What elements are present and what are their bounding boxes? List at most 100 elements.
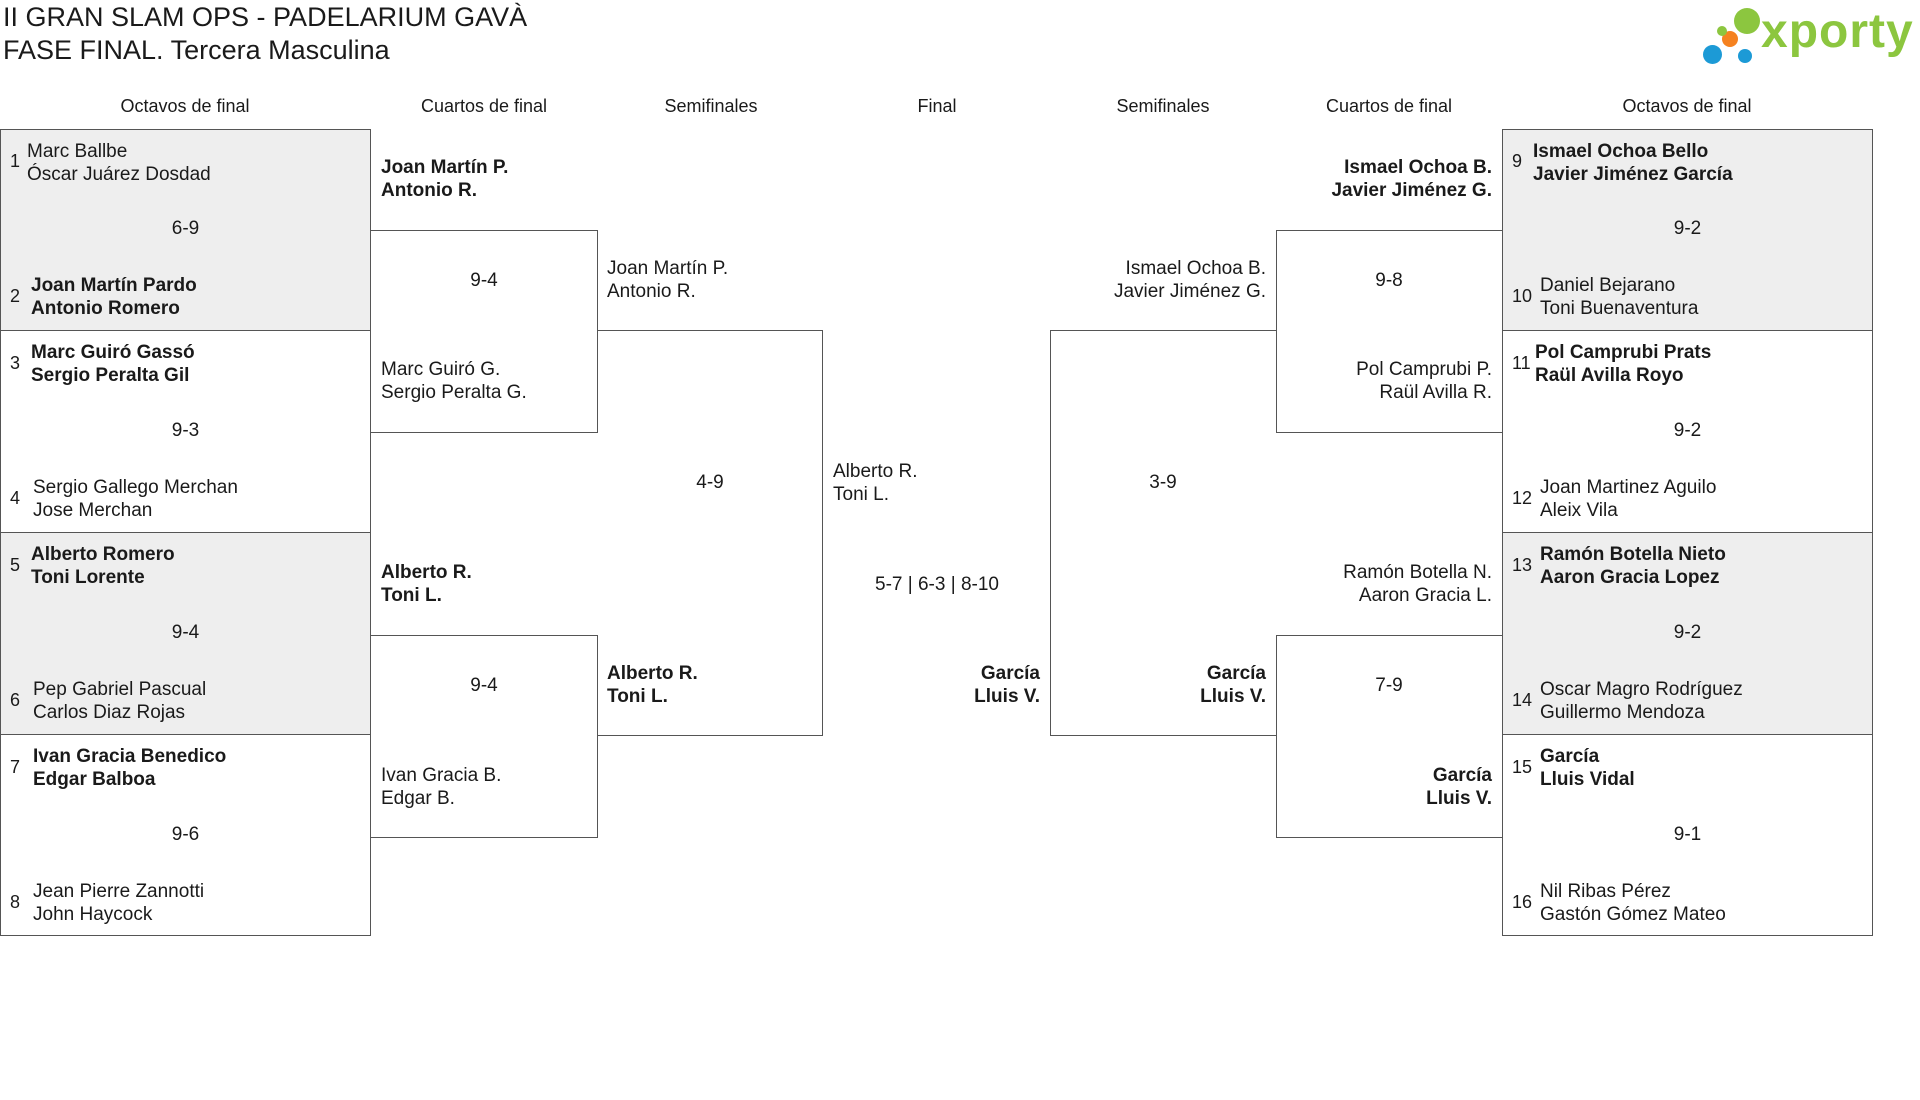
right-r16-match-4 (1502, 734, 1873, 936)
left-qf-bracket-1 (370, 230, 598, 433)
player-name: Nil Ribas Pérez (1540, 881, 1671, 902)
seed-number: 11 (1512, 353, 1531, 373)
team-entry: Ismael Ochoa B. Javier Jiménez G. (1050, 257, 1266, 303)
right-sf-bracket (1050, 330, 1277, 736)
player-name: Toni L. (607, 686, 668, 707)
team-entry: Marc Guiró G. Sergio Peralta G. (381, 358, 527, 404)
player-name: García (980, 663, 1040, 684)
player-name: Óscar Juárez Dosdad (27, 164, 211, 185)
player-name: Jose Merchan (33, 500, 153, 521)
right-qf-bracket-1 (1276, 230, 1503, 433)
player-name: Ivan Gracia B. (381, 765, 502, 786)
match-score: 9-8 (1375, 270, 1403, 291)
seed-number: 7 (10, 757, 21, 777)
player-name: Jean Pierre Zannotti (33, 881, 205, 902)
player-name: Sergio Peralta G. (381, 382, 527, 403)
seed-number: 13 (1512, 555, 1533, 575)
team-entry-winner: García Lluis V. (1050, 662, 1266, 708)
match-score: 9-6 (171, 824, 200, 845)
player-name: Pol Camprubi P. (1356, 359, 1492, 380)
player-name: García (1206, 663, 1266, 684)
player-name: Joan Martín Pardo (31, 275, 197, 296)
player-name: Joan Martín P. (381, 157, 509, 178)
player-name: Ismael Ochoa Bello (1533, 141, 1709, 162)
team-entry-winner: Ismael Ochoa Bello Javier Jiménez García (1533, 140, 1733, 186)
player-name: Edgar B. (381, 788, 455, 809)
player-name: Aaron Gracia Lopez (1540, 567, 1720, 588)
player-name: Aaron Gracia L. (1358, 585, 1492, 606)
right-r16-match-3 (1502, 532, 1873, 735)
player-name: Oscar Magro Rodríguez (1540, 679, 1743, 700)
left-r16-match-4 (0, 734, 371, 936)
team-entry-winner: Ismael Ochoa B. Javier Jiménez G. (1276, 156, 1492, 202)
seed-number: 14 (1512, 690, 1533, 710)
team-entry: Joan Martín P. Antonio R. (607, 257, 728, 303)
seed-number: 6 (10, 690, 21, 710)
player-name: Alberto Romero (31, 544, 175, 565)
right-qf-bracket-2 (1276, 635, 1503, 838)
player-name: Javier Jiménez G. (1331, 180, 1492, 201)
team-entry: Sergio Gallego Merchan Jose Merchan (33, 476, 238, 522)
player-name: Ramón Botella Nieto (1540, 544, 1726, 565)
player-name: Alberto R. (381, 562, 472, 583)
seed-number: 1 (10, 151, 21, 171)
logo-dot-blue-icon (1703, 45, 1722, 64)
team-entry-winner: Alberto R. Toni L. (607, 662, 698, 708)
team-entry-winner: Pol Camprubi Prats Raül Avilla Royo (1535, 341, 1711, 387)
team-entry: Pol Camprubi P. Raül Avilla R. (1276, 358, 1492, 404)
team-entry: Ramón Botella N. Aaron Gracia L. (1276, 561, 1492, 607)
header-right-octavos: Octavos de final (1622, 96, 1752, 116)
team-entry-winner: Joan Martín P. Antonio R. (381, 156, 508, 202)
page-subtitle: FASE FINAL. Tercera Masculina (3, 35, 390, 65)
player-name: García (1540, 746, 1600, 767)
player-name: Javier Jiménez G. (1113, 281, 1266, 302)
team-entry-winner: Joan Martín Pardo Antonio Romero (31, 274, 197, 320)
match-score: 6-9 (171, 218, 200, 239)
player-name: Marc Ballbe (27, 141, 128, 162)
logo-dot-blue-small-icon (1738, 49, 1752, 63)
final-team-left: Alberto R. Toni L. (833, 460, 917, 506)
logo-dot-green-icon (1734, 8, 1760, 34)
header-left-cuartos: Cuartos de final (420, 96, 548, 116)
player-name: Joan Martinez Aguilo (1540, 477, 1717, 498)
final-team-right-winner: García Lluis V. (824, 662, 1040, 708)
team-entry: Pep Gabriel Pascual Carlos Diaz Rojas (33, 678, 206, 724)
player-name: Ismael Ochoa B. (1125, 258, 1266, 279)
seed-number: 8 (10, 892, 21, 912)
player-name: Guillermo Mendoza (1540, 702, 1705, 723)
player-name: Gastón Gómez Mateo (1540, 904, 1726, 925)
match-score: 9-4 (470, 270, 498, 291)
team-entry-winner: Ramón Botella Nieto Aaron Gracia Lopez (1540, 543, 1726, 589)
player-name: Aleix Vila (1540, 500, 1618, 521)
seed-number: 12 (1512, 488, 1533, 508)
player-name: Edgar Balboa (33, 769, 156, 790)
final-score: 5-7 | 6-3 | 8-10 (875, 574, 999, 595)
player-name: Antonio Romero (31, 298, 180, 319)
team-entry-winner: Ivan Gracia Benedico Edgar Balboa (33, 745, 226, 791)
match-score: 9-2 (1673, 420, 1702, 441)
player-name: Toni L. (381, 585, 442, 606)
header-final: Final (917, 96, 957, 116)
player-name: Antonio R. (607, 281, 696, 302)
player-name: Ismael Ochoa B. (1344, 157, 1492, 178)
team-entry: Nil Ribas Pérez Gastón Gómez Mateo (1540, 880, 1726, 926)
match-score: 4-9 (696, 472, 724, 493)
left-sf-bracket (597, 330, 823, 736)
player-name: Joan Martín P. (607, 258, 729, 279)
seed-number: 5 (10, 555, 21, 575)
player-name: Marc Guiró Gassó (31, 342, 195, 363)
player-name: Sergio Peralta Gil (31, 365, 190, 386)
player-name: Toni L. (833, 484, 889, 505)
logo-dot-green-small-icon (1717, 26, 1727, 36)
player-name: Sergio Gallego Merchan (33, 477, 238, 498)
right-r16-match-1 (1502, 129, 1873, 331)
team-entry-winner: Alberto Romero Toni Lorente (31, 543, 175, 589)
seed-number: 4 (10, 488, 21, 508)
seed-number: 10 (1512, 286, 1533, 306)
match-score: 9-4 (470, 675, 498, 696)
header-right-cuartos: Cuartos de final (1325, 96, 1453, 116)
match-score: 9-3 (171, 420, 200, 441)
player-name: Pep Gabriel Pascual (33, 679, 207, 700)
player-name: Lluis V. (1200, 686, 1266, 707)
logo-dot-orange-icon (1722, 31, 1738, 47)
